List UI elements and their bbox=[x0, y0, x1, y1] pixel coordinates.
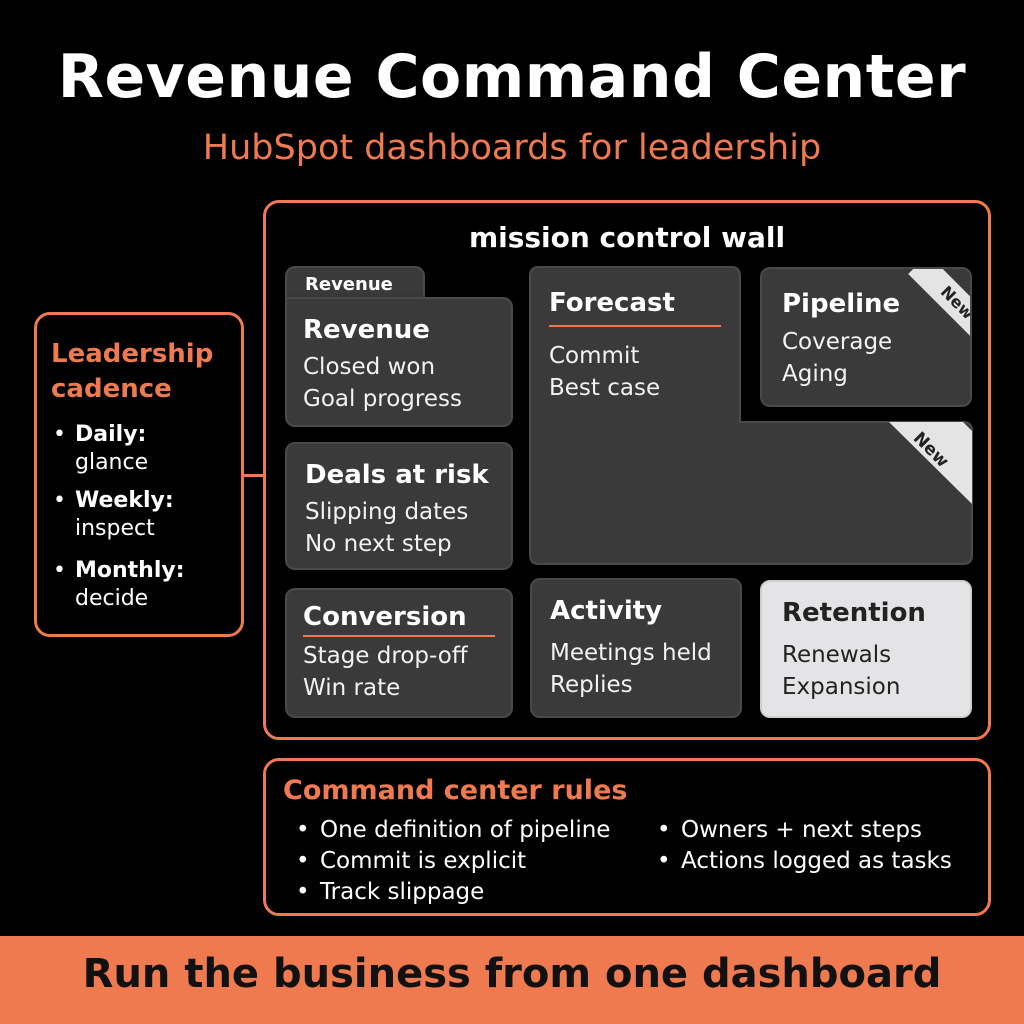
forecast-new-ribbon bbox=[889, 422, 972, 504]
tile-line: Win rate bbox=[303, 675, 401, 701]
forecast-title: Forecast bbox=[549, 288, 675, 318]
tile-retention[interactable]: Retention Renewals Expansion bbox=[760, 580, 972, 718]
tile-title: Revenue bbox=[303, 315, 430, 345]
page-subtitle: HubSpot dashboards for leadership bbox=[202, 128, 822, 168]
leadership-cadence-panel: Leadership cadence Daily: glance Weekly:… bbox=[34, 312, 244, 637]
rules-item: Actions logged as tasks bbox=[657, 846, 952, 877]
tile-activity[interactable]: Activity Meetings held Replies bbox=[530, 578, 742, 718]
rules-list-right: Owners + next steps Actions logged as ta… bbox=[657, 815, 952, 877]
conversion-underline bbox=[303, 635, 495, 637]
footer-banner: Run the business from one dashboard bbox=[0, 936, 1024, 1024]
cadence-title-line1: Leadership bbox=[51, 339, 214, 369]
cadence-connector bbox=[244, 474, 266, 477]
cadence-title-line2: cadence bbox=[51, 374, 172, 404]
rules-item: Owners + next steps bbox=[657, 815, 952, 846]
forecast-underline bbox=[549, 325, 721, 327]
tile-title: Conversion bbox=[303, 602, 467, 632]
tile-title: Activity bbox=[550, 596, 663, 626]
cadence-title: Leadership cadence bbox=[51, 337, 241, 407]
tile-revenue[interactable]: Revenue Closed won Goal progress bbox=[285, 297, 513, 427]
tile-title: Deals at risk bbox=[305, 460, 489, 490]
rules-item: Commit is explicit bbox=[296, 846, 610, 877]
tile-title: Pipeline bbox=[782, 289, 901, 319]
footer-text: Run the business from one dashboard bbox=[82, 951, 942, 997]
cadence-item-daily: Daily: glance bbox=[53, 421, 243, 477]
tile-line: Replies bbox=[550, 672, 633, 698]
tab-label: Revenue bbox=[305, 274, 393, 295]
tile-line: Expansion bbox=[782, 674, 901, 700]
tile-title: Retention bbox=[782, 598, 926, 628]
cadence-item-weekly: Weekly: inspect bbox=[53, 487, 243, 543]
rules-title: Command center rules bbox=[283, 775, 628, 806]
cadence-item-monthly: Monthly: decide bbox=[53, 557, 243, 613]
tile-line: Goal progress bbox=[303, 386, 462, 412]
tile-line: Meetings held bbox=[550, 640, 712, 666]
tile-forecast-shape[interactable] bbox=[529, 266, 973, 566]
tile-line: Stage drop-off bbox=[303, 643, 468, 669]
cadence-item-value: decide bbox=[75, 586, 149, 611]
tile-line: Renewals bbox=[782, 642, 892, 668]
pipeline-new-badge: New bbox=[908, 269, 970, 352]
cadence-list: Daily: glance Weekly: inspect Monthly: d… bbox=[53, 421, 243, 623]
tile-deals-at-risk[interactable]: Deals at risk Slipping dates No next ste… bbox=[285, 442, 513, 570]
tile-line: Aging bbox=[782, 361, 848, 387]
rules-list-left: One definition of pipeline Commit is exp… bbox=[296, 815, 610, 908]
rules-item: One definition of pipeline bbox=[296, 815, 610, 846]
cadence-item-value: inspect bbox=[75, 516, 155, 541]
tile-line: Coverage bbox=[782, 329, 893, 355]
tile-line: Closed won bbox=[303, 354, 436, 380]
tile-line: No next step bbox=[305, 531, 452, 557]
forecast-tile-body bbox=[529, 266, 973, 565]
tile-line: Slipping dates bbox=[305, 499, 469, 525]
rules-item: Track slippage bbox=[296, 877, 610, 908]
forecast-line: Best case bbox=[549, 375, 661, 401]
cadence-item-label: Monthly: bbox=[75, 558, 185, 583]
forecast-line: Commit bbox=[549, 343, 640, 369]
cadence-item-label: Daily: bbox=[75, 422, 147, 447]
page-title: Revenue Command Center bbox=[57, 42, 967, 112]
tile-pipeline[interactable]: Pipeline Coverage Aging New bbox=[760, 267, 972, 407]
revenue-folder-tab[interactable]: Revenue bbox=[285, 266, 425, 302]
cadence-item-label: Weekly: bbox=[75, 488, 174, 513]
command-center-rules-panel: Command center rules One definition of p… bbox=[263, 758, 991, 916]
tile-conversion[interactable]: Conversion Stage drop-off Win rate bbox=[285, 588, 513, 718]
cadence-item-value: glance bbox=[75, 450, 149, 475]
mission-control-wall: mission control wall bbox=[263, 200, 991, 740]
wall-title: mission control wall bbox=[468, 221, 786, 254]
